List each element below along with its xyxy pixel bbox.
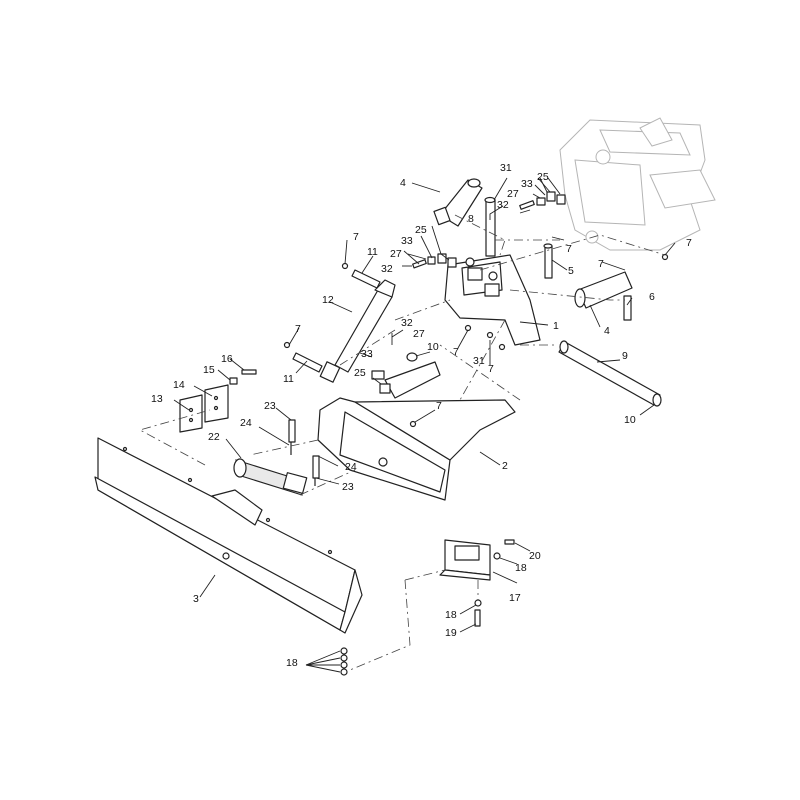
callout-16: 16 bbox=[221, 353, 233, 365]
lift-cylinder bbox=[574, 271, 633, 309]
cylinder-pin bbox=[623, 295, 632, 321]
callout-33: 33 bbox=[401, 235, 413, 247]
callout-7: 7 bbox=[436, 400, 442, 412]
hinge-plates bbox=[179, 384, 229, 433]
mount-bracket bbox=[444, 254, 541, 346]
callout-10: 10 bbox=[427, 341, 439, 353]
callout-11: 11 bbox=[367, 246, 378, 258]
angle-cylinder bbox=[233, 458, 308, 496]
dozer-blade bbox=[94, 437, 363, 634]
callout-7: 7 bbox=[295, 323, 301, 335]
callout-11: 11 bbox=[283, 373, 294, 385]
callout-4: 4 bbox=[400, 177, 406, 189]
upper-hardware bbox=[341, 191, 669, 351]
callout-7: 7 bbox=[686, 237, 692, 249]
pivot-pin-upper bbox=[484, 196, 496, 257]
callout-12: 12 bbox=[322, 294, 334, 306]
skid-bracket bbox=[439, 539, 491, 581]
vehicle-frame bbox=[559, 117, 716, 251]
callout-2: 2 bbox=[502, 460, 508, 472]
callout-32: 32 bbox=[381, 263, 393, 275]
callout-10: 10 bbox=[624, 414, 636, 426]
cylinder-pins bbox=[283, 269, 381, 373]
callout-6: 6 bbox=[649, 291, 655, 303]
callout-25: 25 bbox=[354, 367, 366, 379]
callout-27: 27 bbox=[413, 328, 425, 340]
push-frame bbox=[317, 397, 516, 501]
callout-33: 33 bbox=[521, 178, 533, 190]
callout-3: 3 bbox=[193, 593, 199, 605]
callout-31: 31 bbox=[500, 162, 512, 174]
callout-24: 24 bbox=[345, 461, 357, 473]
callout-18: 18 bbox=[286, 657, 298, 669]
callout-5: 5 bbox=[568, 265, 574, 277]
callout-18: 18 bbox=[445, 609, 457, 621]
callout-7: 7 bbox=[453, 346, 459, 358]
callout-7: 7 bbox=[598, 258, 604, 270]
callout-18: 18 bbox=[515, 562, 527, 574]
callout-13: 13 bbox=[151, 393, 163, 405]
tilt-cylinder bbox=[319, 279, 396, 383]
callout-32: 32 bbox=[401, 317, 413, 329]
callout-24: 24 bbox=[240, 417, 252, 429]
callout-33: 33 bbox=[361, 348, 373, 360]
callout-8: 8 bbox=[468, 213, 474, 225]
callout-7: 7 bbox=[353, 231, 359, 243]
callout-15: 15 bbox=[203, 364, 215, 376]
callout-labels: 1 2 3 4 4 5 6 7 7 7 7 7 7 7 7 8 9 10 10 … bbox=[151, 162, 692, 669]
upper-cylinder bbox=[433, 178, 483, 227]
callout-27: 27 bbox=[390, 248, 402, 260]
hinge-bolt bbox=[229, 369, 257, 385]
callout-17: 17 bbox=[509, 592, 521, 604]
callout-1: 1 bbox=[553, 320, 559, 332]
main-pivot-pin bbox=[558, 340, 662, 407]
angle-cylinder-pins bbox=[288, 419, 320, 486]
callout-25: 25 bbox=[537, 171, 549, 183]
push-link bbox=[371, 352, 441, 399]
callout-7: 7 bbox=[488, 363, 494, 375]
callout-14: 14 bbox=[173, 379, 185, 391]
pivot-pin-right bbox=[543, 243, 553, 279]
callout-20: 20 bbox=[529, 550, 541, 562]
leader-lines bbox=[173, 177, 676, 673]
callout-25: 25 bbox=[415, 224, 427, 236]
callout-32: 32 bbox=[497, 199, 509, 211]
callout-7: 7 bbox=[566, 243, 572, 255]
callout-19: 19 bbox=[445, 627, 457, 639]
callout-27: 27 bbox=[507, 188, 519, 200]
callout-31: 31 bbox=[473, 355, 485, 367]
callout-22: 22 bbox=[208, 431, 220, 443]
callout-9: 9 bbox=[622, 350, 628, 362]
skid-hardware bbox=[340, 539, 515, 676]
callout-23: 23 bbox=[264, 400, 276, 412]
callout-23: 23 bbox=[342, 481, 354, 493]
phantom-lines bbox=[138, 214, 666, 671]
callout-4: 4 bbox=[604, 325, 610, 337]
